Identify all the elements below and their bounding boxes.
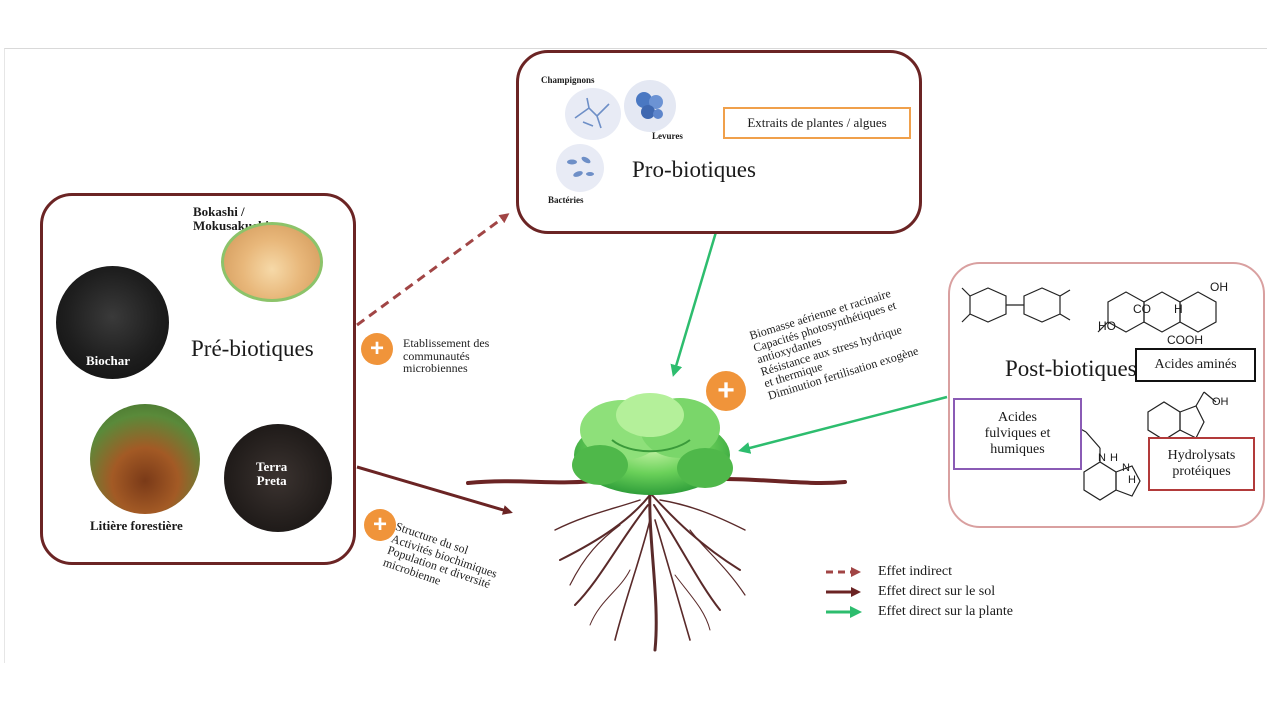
litiere-label: Litière forestière: [90, 518, 183, 533]
legend-direct-plant: Effet direct sur la plante: [878, 604, 1014, 619]
plant-roots: [554, 488, 746, 652]
acides-fulviques-tag: Acides fulviques et humiques: [953, 398, 1082, 470]
chem-label-co: CO: [1133, 302, 1151, 316]
biochar-image: [56, 266, 169, 379]
chem-label-oh-indole: OH: [1212, 396, 1229, 408]
fungi-icon: [565, 88, 621, 140]
postbiotiques-title: Post-biotiques: [1005, 356, 1137, 381]
yeast-icon: [624, 80, 676, 132]
effect-text-microbial-communities: Etablissement des communautés microbienn…: [403, 336, 490, 376]
probiotiques-box: [516, 50, 922, 234]
biochar-label: Biochar: [86, 353, 131, 368]
probiotiques-title: Pro-biotiques: [632, 157, 756, 182]
extraits-tag: Extraits de plantes / algues: [723, 107, 911, 139]
chem-label-h3: H: [1128, 474, 1136, 486]
lettuce-plant: [572, 393, 733, 495]
chem-label-n: N: [1098, 452, 1106, 464]
plus-icon-pro-effect: +: [361, 333, 393, 365]
plus-icon-soil-effect: +: [364, 509, 396, 541]
hydrolysats-tag: Hydrolysats protéiques: [1148, 437, 1255, 491]
legend-indirect: Effet indirect: [878, 564, 952, 579]
bokashi-image: [221, 222, 323, 302]
legend-direct-soil: Effet direct sur le sol: [878, 584, 996, 599]
arrow-soil-pre-to-plant: [356, 465, 513, 515]
chem-label-oh-top: OH: [1210, 280, 1228, 294]
chem-label-h2: H: [1110, 452, 1118, 464]
arrow-plant-post-to-plant: [738, 395, 948, 454]
terra-preta-image: [224, 424, 332, 532]
terra-preta-label: Terra Preta: [256, 459, 288, 489]
arrow-indirect-pre-to-pro: [356, 213, 510, 327]
bacteries-label: Bactéries: [548, 195, 584, 205]
chem-label-cooh: COOH: [1167, 333, 1203, 347]
chem-label-h: H: [1174, 302, 1183, 316]
levures-label: Levures: [652, 131, 683, 141]
plus-icon-plant-effect: +: [706, 371, 746, 411]
chem-label-ho: HO: [1098, 319, 1116, 333]
litiere-image: [90, 404, 200, 514]
chem-label-n2: N: [1122, 462, 1130, 474]
acides-amines-tag: Acides aminés: [1135, 348, 1256, 382]
arrow-plant-pro-to-plant: [670, 231, 718, 377]
champignons-label: Champignons: [541, 75, 595, 85]
prebiotiques-title: Pré-biotiques: [191, 336, 314, 361]
bacteria-icon: [556, 144, 604, 192]
